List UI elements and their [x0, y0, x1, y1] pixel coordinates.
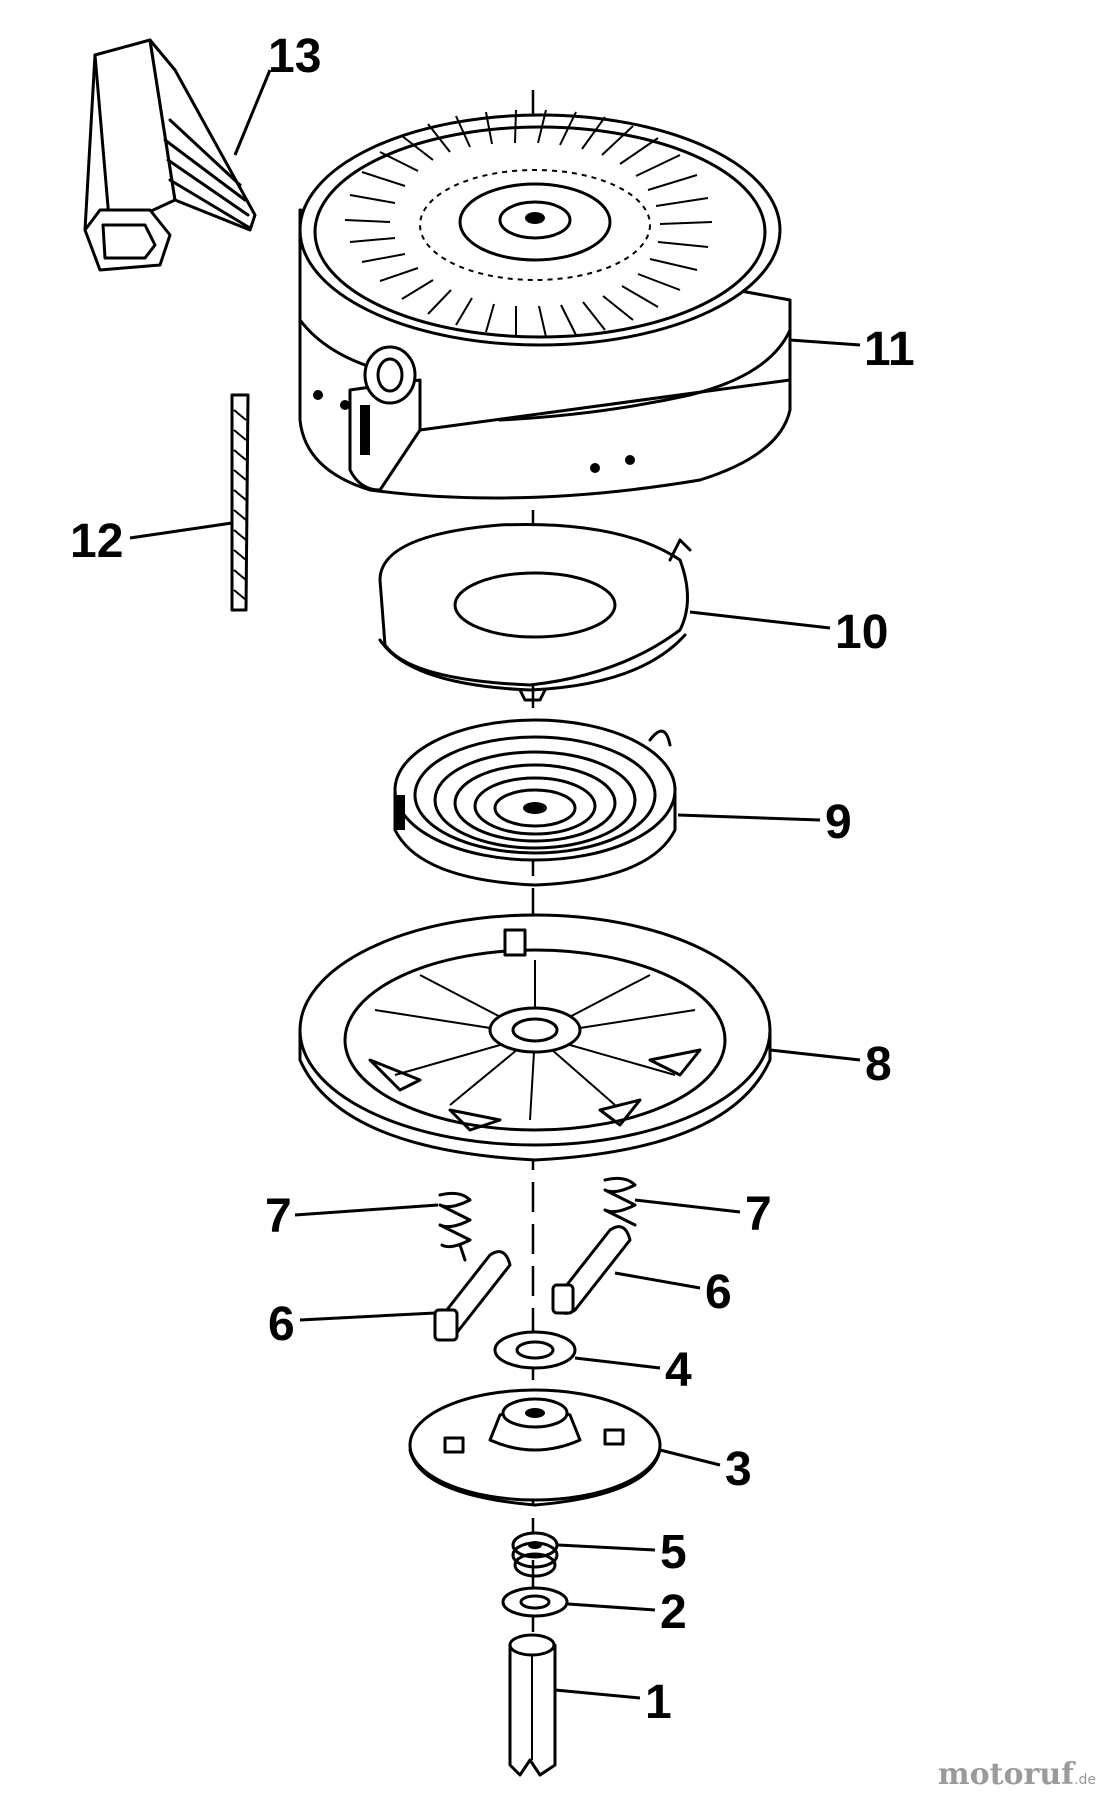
- pulley-part: [298, 913, 772, 1162]
- part-label-13: 13: [268, 30, 321, 83]
- pawl-spring-right-part: [603, 1176, 637, 1227]
- shaft-part: [508, 1633, 557, 1777]
- leader-7a: [294, 1203, 439, 1217]
- part-labels: 13 11 12 10 9 8 7 7 6 6 4 3 5 2 1: [70, 30, 915, 1729]
- spring-cover-plate-part: [378, 522, 692, 702]
- pawl-right-part: [551, 1225, 632, 1315]
- retainer-part: [408, 1388, 662, 1507]
- washer-part: [493, 1330, 577, 1370]
- part-label-10: 10: [835, 606, 888, 659]
- pawl-spring-left-part: [438, 1191, 472, 1262]
- part-label-4: 4: [665, 1344, 692, 1397]
- part-label-6-right: 6: [705, 1266, 732, 1319]
- part-label-12: 12: [70, 515, 123, 568]
- small-washer-part: [501, 1586, 569, 1618]
- leader-7b: [634, 1198, 741, 1214]
- starter-housing-part: [298, 109, 792, 500]
- center-spring-part: [511, 1531, 559, 1578]
- starter-handle-part: [83, 38, 257, 272]
- part-label-9: 9: [825, 796, 852, 849]
- part-label-5: 5: [660, 1526, 687, 1579]
- leader-11: [789, 338, 861, 347]
- leader-6b: [614, 1271, 701, 1290]
- part-label-6-left: 6: [268, 1298, 295, 1351]
- part-label-7-right: 7: [745, 1188, 772, 1241]
- leader-6a: [299, 1311, 436, 1322]
- leader-lines: [129, 69, 861, 1700]
- watermark-brand: motoruf: [937, 1757, 1075, 1792]
- part-label-2: 2: [660, 1586, 687, 1639]
- part-label-1: 1: [645, 1676, 672, 1729]
- leader-8: [769, 1048, 861, 1062]
- leader-3: [659, 1448, 721, 1467]
- starter-rope-part: [230, 393, 250, 612]
- part-label-11: 11: [864, 323, 915, 376]
- leader-2: [567, 1602, 656, 1612]
- leader-10: [689, 610, 831, 630]
- leader-5: [557, 1543, 656, 1552]
- leader-9: [677, 813, 821, 822]
- leader-12: [129, 521, 233, 540]
- watermark-tld: .de: [1074, 1772, 1096, 1788]
- part-label-8: 8: [865, 1038, 892, 1091]
- part-label-7-left: 7: [265, 1190, 292, 1243]
- recoil-spring-part: [393, 718, 677, 887]
- leader-13: [233, 69, 272, 156]
- part-label-3: 3: [725, 1443, 752, 1496]
- brand-watermark: motoruf.de: [938, 1757, 1096, 1792]
- leader-4: [574, 1356, 661, 1370]
- leader-1: [554, 1688, 641, 1700]
- pawl-left-part: [433, 1250, 512, 1342]
